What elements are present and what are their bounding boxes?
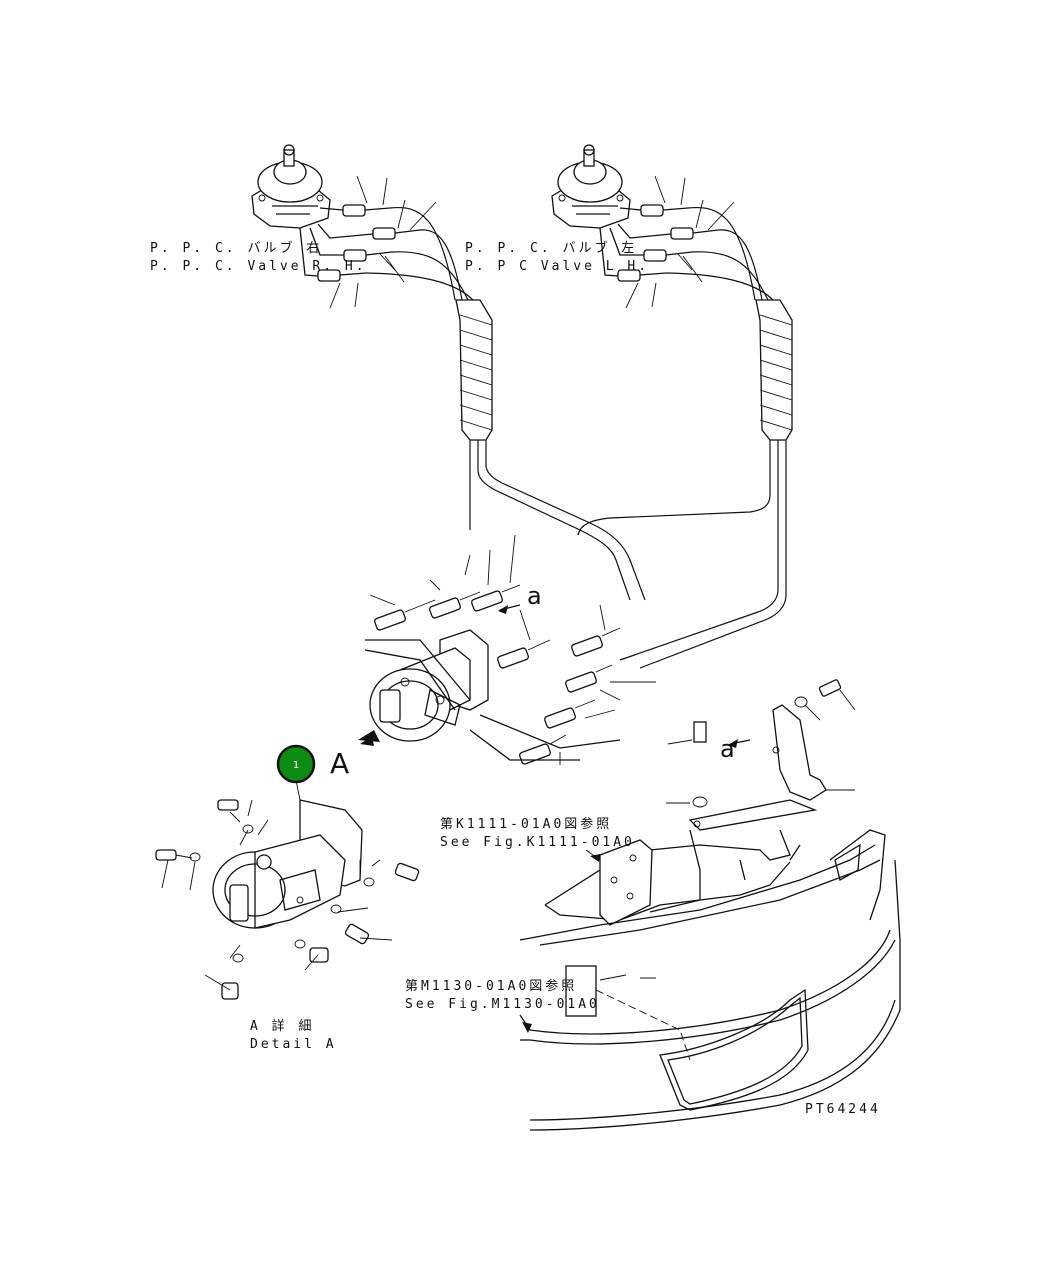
- ppc-valve-rh-label-en: P. P. C. Valve R. H.: [150, 259, 367, 274]
- ref-mark-a-lower: a: [720, 735, 735, 763]
- callout-badge[interactable]: [276, 744, 316, 784]
- ppc-valve-lh-label-en: P. P C Valve L H.: [465, 259, 649, 274]
- detail-a-assembly: [155, 779, 420, 1000]
- detail-a-label-en: Detail A: [250, 1037, 337, 1052]
- reference-arrows: [358, 604, 751, 748]
- frame-structure: [519, 829, 901, 1131]
- ref-k1111-en: See Fig.K1111-01A0: [440, 835, 635, 850]
- ref-mark-a-upper: a: [527, 582, 542, 610]
- callout-1[interactable]: 1: [276, 744, 316, 784]
- ref-m1130-en: See Fig.M1130-01A0: [405, 997, 600, 1012]
- mounting-bracket: [666, 679, 856, 831]
- hoses-lh: [577, 206, 793, 669]
- callout-number[interactable]: 1: [293, 760, 299, 771]
- drawing-number: PT64244: [805, 1102, 881, 1117]
- ref-m1130-jp: 第M1130-01A0図参照: [405, 978, 577, 994]
- swivel-joint: [364, 534, 656, 765]
- view-a-label: A: [330, 747, 349, 780]
- hoses-rh: [365, 206, 646, 601]
- ppc-valve-lh: [551, 144, 735, 309]
- ref-arrowhead-k1111: [590, 854, 600, 862]
- ppc-valve-rh: [251, 144, 437, 309]
- ppc-valve-rh-label-jp: P. P. C. バルブ 右: [150, 240, 322, 256]
- ref-k1111-jp: 第K1111-01A0図参照: [440, 816, 612, 832]
- ppc-valve-lh-label-jp: P. P. C. バルブ 左: [465, 240, 637, 256]
- detail-a-label-jp: A 詳 細: [250, 1018, 314, 1034]
